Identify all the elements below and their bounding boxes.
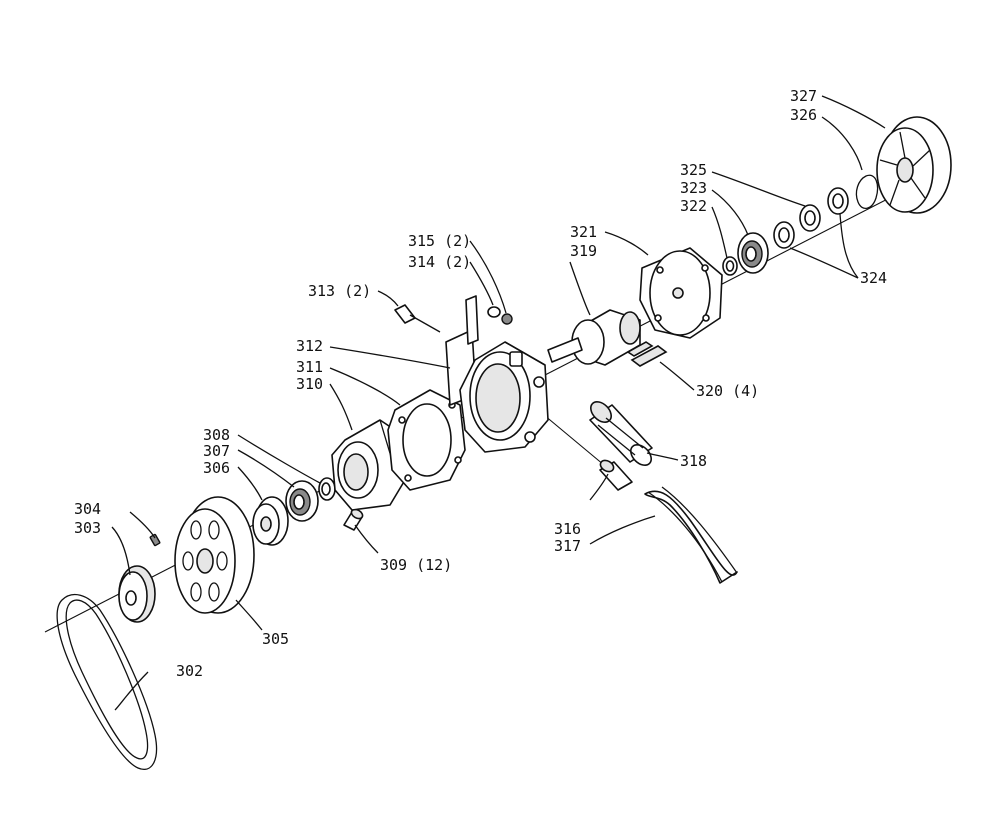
bolt xyxy=(394,304,441,333)
callout-319: 319 xyxy=(570,242,597,260)
callout-320: 320 (4) xyxy=(696,382,759,400)
callout-304: 304 xyxy=(74,500,101,518)
callout-308: 308 xyxy=(203,426,230,444)
rear-bearing xyxy=(737,232,769,274)
callout-326: 326 xyxy=(790,106,817,124)
callout-323: 323 xyxy=(680,179,707,197)
end-cap xyxy=(876,116,952,214)
callout-311: 311 xyxy=(296,358,323,376)
ring xyxy=(318,477,336,501)
vanes xyxy=(626,341,668,367)
pump-housing xyxy=(459,341,549,453)
washers xyxy=(773,187,849,249)
callout-312: 312 xyxy=(296,337,323,355)
callout-324: 324 xyxy=(860,269,887,287)
callout-317: 317 xyxy=(554,537,581,555)
callout-306: 306 xyxy=(203,459,230,477)
callout-310: 310 xyxy=(296,375,323,393)
callout-314: 314 (2) xyxy=(408,253,471,271)
filter xyxy=(589,401,653,466)
small-ring xyxy=(722,256,738,276)
leader-lines xyxy=(111,95,886,711)
bearing xyxy=(285,480,319,522)
callout-302: 302 xyxy=(176,662,203,680)
callout-315: 315 (2) xyxy=(408,232,471,250)
hub xyxy=(252,496,289,546)
callout-318: 318 xyxy=(680,452,707,470)
callout-313: 313 (2) xyxy=(308,282,371,300)
snap-ring xyxy=(855,174,879,209)
callout-327: 327 xyxy=(790,87,817,105)
hose xyxy=(644,486,738,584)
callout-303: 303 xyxy=(74,519,101,537)
hose-fitting xyxy=(599,459,633,491)
callout-305: 305 xyxy=(262,630,289,648)
cap-screw xyxy=(343,508,364,531)
callout-307: 307 xyxy=(203,442,230,460)
callout-316: 316 xyxy=(554,520,581,538)
small-pulley xyxy=(118,565,156,623)
nut-washer xyxy=(487,306,513,325)
callout-325: 325 xyxy=(680,161,707,179)
rotor xyxy=(547,309,641,366)
cover-plate xyxy=(639,247,723,339)
drive-belt xyxy=(56,593,158,770)
gasket xyxy=(387,389,466,491)
fan-wheel xyxy=(174,496,255,614)
callout-labels: 302 303 304 305 306 307 308 309 (12) 310… xyxy=(74,87,887,680)
callout-322: 322 xyxy=(680,197,707,215)
spacer-ring xyxy=(799,204,821,232)
callout-309: 309 (12) xyxy=(380,556,452,574)
set-screw xyxy=(149,533,161,547)
callout-321: 321 xyxy=(570,223,597,241)
